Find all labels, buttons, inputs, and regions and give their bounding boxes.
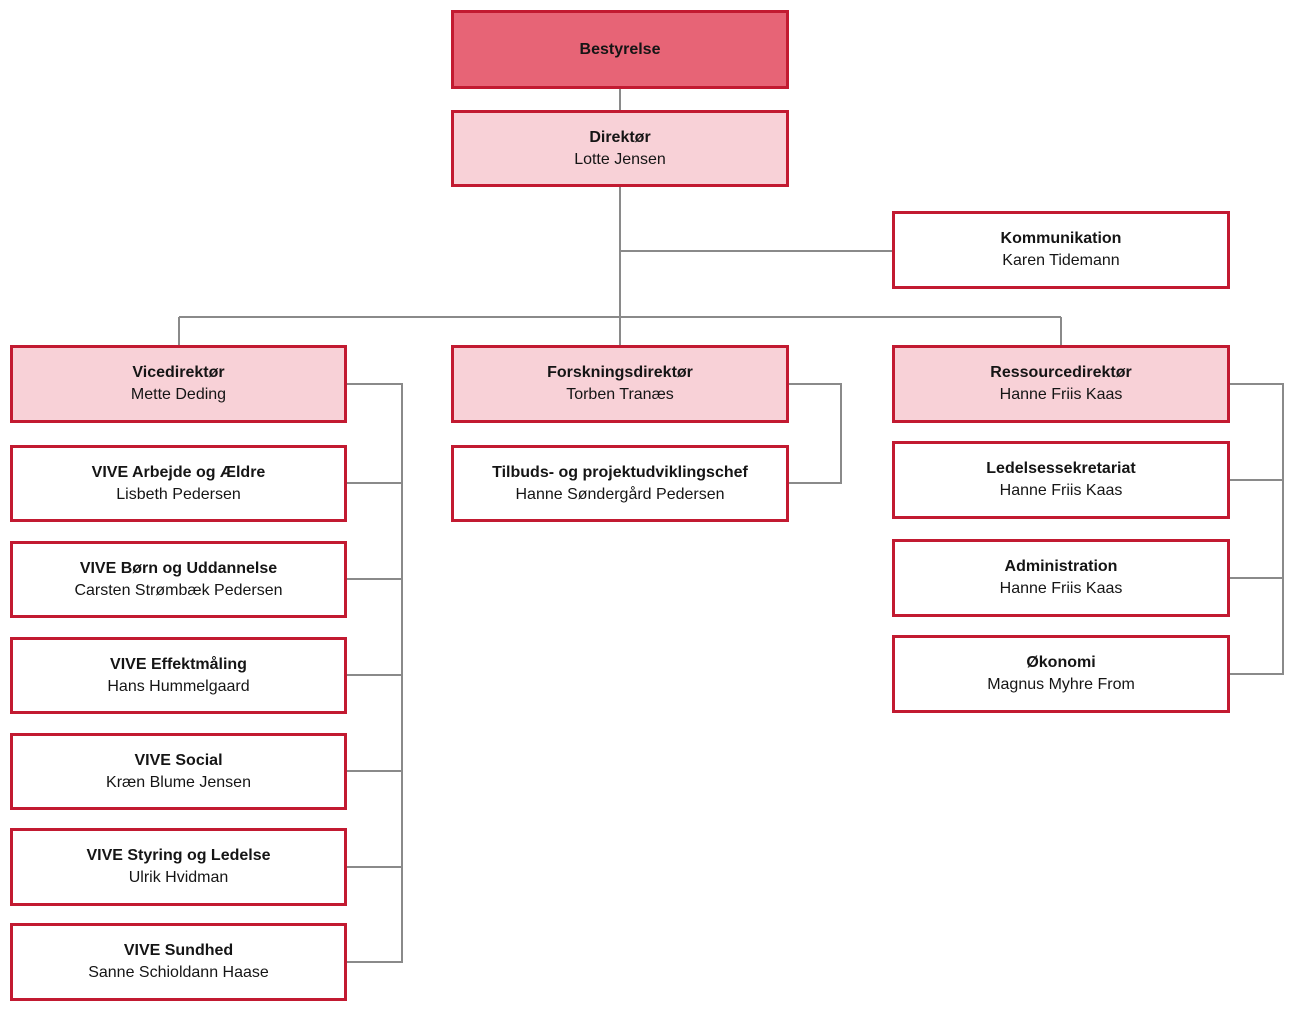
node-person: Hanne Søndergård Pedersen — [515, 485, 725, 503]
org-node-born-uddannelse: VIVE Børn og Uddannelse Carsten Strømbæk… — [10, 541, 347, 618]
org-node-sundhed: VIVE Sundhed Sanne Schioldann Haase — [10, 923, 347, 1001]
node-person: Hanne Friis Kaas — [999, 482, 1123, 499]
node-person: Torben Tranæs — [566, 386, 674, 403]
org-node-social: VIVE Social Kræn Blume Jensen — [10, 733, 347, 810]
node-title: Direktør — [589, 128, 651, 146]
org-node-ressourcedirektor: Ressourcedirektør Hanne Friis Kaas — [892, 345, 1230, 423]
node-title: Bestyrelse — [579, 40, 661, 58]
org-node-vicedirektor: Vicedirektør Mette Deding — [10, 345, 347, 423]
org-node-styring-ledelse: VIVE Styring og Ledelse Ulrik Hvidman — [10, 828, 347, 906]
node-title: Vicedirektør — [132, 364, 225, 381]
node-person: Ulrik Hvidman — [128, 869, 229, 886]
node-person: Magnus Myhre From — [987, 676, 1135, 693]
org-node-effektmaling: VIVE Effektmåling Hans Hummelgaard — [10, 637, 347, 714]
node-title: Forskningsdirektør — [547, 364, 693, 381]
org-node-kommunikation: Kommunikation Karen Tidemann — [892, 211, 1230, 289]
org-node-ledelsessekretariat: Ledelsessekretariat Hanne Friis Kaas — [892, 441, 1230, 519]
node-title: Tilbuds- og projektudviklingschef — [492, 463, 748, 481]
node-title: VIVE Social — [134, 751, 223, 769]
node-title: Ledelsessekretariat — [986, 460, 1136, 477]
org-node-arbejde-aeldre: VIVE Arbejde og Ældre Lisbeth Pedersen — [10, 445, 347, 522]
node-person: Kræn Blume Jensen — [106, 773, 251, 791]
node-person: Karen Tidemann — [1002, 252, 1120, 269]
node-title: VIVE Effektmåling — [110, 655, 247, 673]
node-title: Økonomi — [1026, 654, 1096, 671]
node-person: Hans Hummelgaard — [107, 677, 250, 695]
node-person: Mette Deding — [130, 386, 227, 403]
node-title: Administration — [1004, 558, 1118, 575]
org-node-bestyrelse: Bestyrelse — [451, 10, 789, 89]
node-title: VIVE Sundhed — [123, 942, 234, 959]
node-title: Kommunikation — [1000, 230, 1122, 247]
org-node-administration: Administration Hanne Friis Kaas — [892, 539, 1230, 617]
org-node-direktor: Direktør Lotte Jensen — [451, 110, 789, 187]
org-node-tilbuds-projekt: Tilbuds- og projektudviklingschef Hanne … — [451, 445, 789, 522]
node-person: Carsten Strømbæk Pedersen — [74, 581, 283, 599]
node-person: Hanne Friis Kaas — [999, 386, 1123, 403]
node-title: VIVE Børn og Uddannelse — [79, 559, 278, 577]
org-node-forskningsdirektor: Forskningsdirektør Torben Tranæs — [451, 345, 789, 423]
node-person: Sanne Schioldann Haase — [88, 964, 269, 981]
node-title: VIVE Arbejde og Ældre — [91, 463, 266, 481]
node-person: Lotte Jensen — [574, 150, 666, 168]
org-node-okonomi: Økonomi Magnus Myhre From — [892, 635, 1230, 713]
node-person: Lisbeth Pedersen — [116, 485, 241, 503]
node-person: Hanne Friis Kaas — [999, 580, 1123, 597]
node-title: VIVE Styring og Ledelse — [86, 847, 271, 864]
node-title: Ressourcedirektør — [990, 364, 1132, 381]
